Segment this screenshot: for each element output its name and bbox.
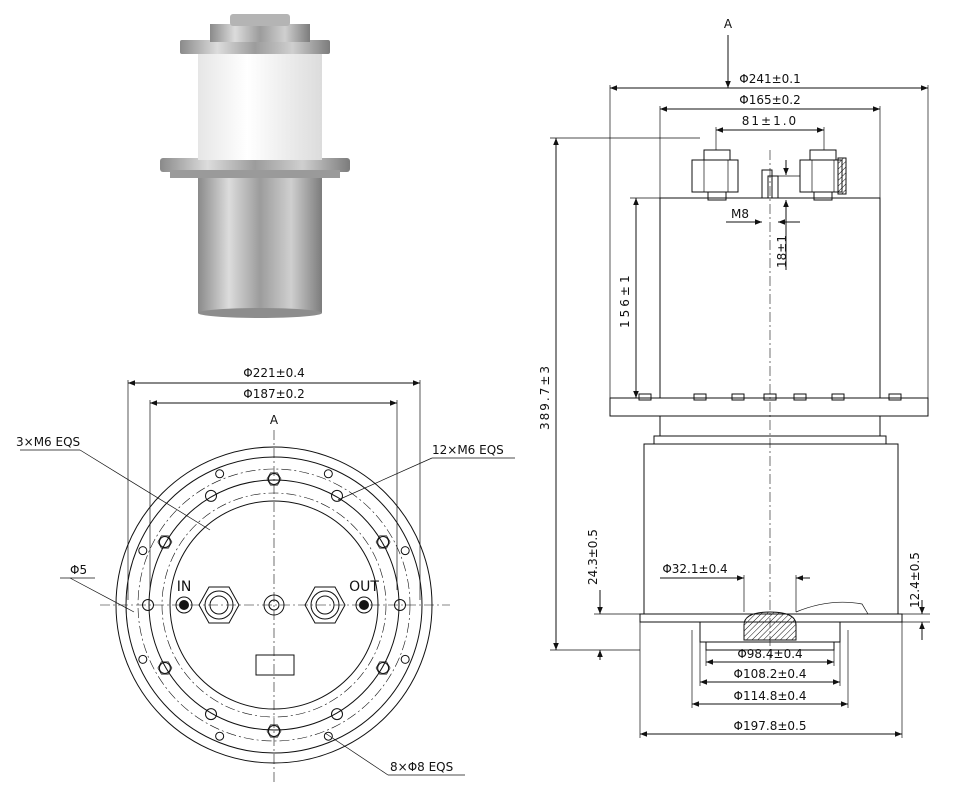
bolt-hole	[205, 708, 217, 721]
mount-hole	[215, 469, 225, 479]
bolt-hole	[331, 708, 343, 721]
dim-spacing: 81±1.0	[742, 114, 798, 128]
mount-hole	[323, 731, 333, 741]
front-view: Φ221±0.4 Φ187±0.2 A IN	[16, 366, 515, 785]
label-phi5: Φ5	[70, 563, 87, 577]
bolt-hex	[266, 724, 282, 738]
side-view-marker: A	[724, 17, 733, 31]
in-label: IN	[177, 579, 192, 595]
bolt-holes-12	[142, 472, 406, 738]
dim-height-cyl: 156±1	[618, 272, 632, 328]
dim-d114: Φ114.8±0.4	[734, 689, 807, 703]
holes-8	[138, 469, 410, 741]
bolt-hole	[268, 725, 280, 737]
side-view: A Φ241±0.1 Φ165±0.2 81±1.0	[538, 17, 930, 738]
mount-hole	[323, 469, 333, 479]
bolt-hole	[377, 536, 390, 548]
out-label: OUT	[349, 579, 379, 595]
dim-h12: 12.4±0.5	[908, 552, 922, 608]
label-12xm6: 12×M6 EQS	[432, 443, 504, 457]
dim-d32: Φ32.1±0.4	[662, 562, 727, 576]
dim-d98: Φ98.4±0.4	[737, 647, 802, 661]
mount-hole	[138, 654, 148, 664]
dim-thread-len: 18±1	[775, 235, 789, 268]
label-3xm6: 3×M6 EQS	[16, 435, 80, 449]
dim-height-total: 389.7±3	[538, 364, 552, 430]
label-8xphi8: 8×Φ8 EQS	[390, 760, 453, 774]
dim-outer-diameter: Φ221±0.4	[243, 366, 305, 380]
flange-bolt-head	[888, 393, 902, 401]
terminal-right	[799, 149, 847, 201]
bolt-hex	[157, 661, 173, 675]
flange-bolt-head	[793, 393, 807, 401]
bolt-hex	[266, 472, 282, 486]
flange-bolts	[638, 393, 902, 401]
dim-mid-dia: Φ165±0.2	[739, 93, 801, 107]
bolt-hole	[205, 489, 217, 502]
dim-top-dia: Φ241±0.1	[739, 72, 801, 86]
bolt-hole	[377, 662, 390, 674]
flange-bolt-head	[731, 393, 745, 401]
mount-hole	[400, 546, 410, 556]
dim-d197: Φ197.8±0.5	[734, 719, 807, 733]
bolt-hex	[375, 535, 391, 549]
flange-bolt-head	[693, 393, 707, 401]
bolt-hole	[331, 489, 343, 502]
dim-d108: Φ108.2±0.4	[734, 667, 807, 681]
dim-thread: M8	[731, 207, 749, 221]
mount-hole	[215, 731, 225, 741]
dim-bolt-circle: Φ187±0.2	[243, 387, 305, 401]
flange-bolt-head	[638, 393, 652, 401]
bolt-hole	[158, 536, 171, 548]
view-marker-a: A	[270, 413, 279, 427]
bolt-hole	[268, 473, 280, 485]
bolt-hole	[158, 662, 171, 674]
dim-h24: 24.3±0.5	[586, 529, 600, 585]
flange-bolt-head	[831, 393, 845, 401]
bolt-hex	[157, 535, 173, 549]
bolt-hole	[142, 599, 154, 611]
terminal-left	[691, 149, 739, 201]
mount-hole	[138, 546, 148, 556]
bolt-hex	[375, 661, 391, 675]
bolt-hole	[394, 599, 406, 611]
center-stud	[761, 169, 779, 199]
product-photo	[160, 14, 350, 318]
mount-hole	[400, 654, 410, 664]
